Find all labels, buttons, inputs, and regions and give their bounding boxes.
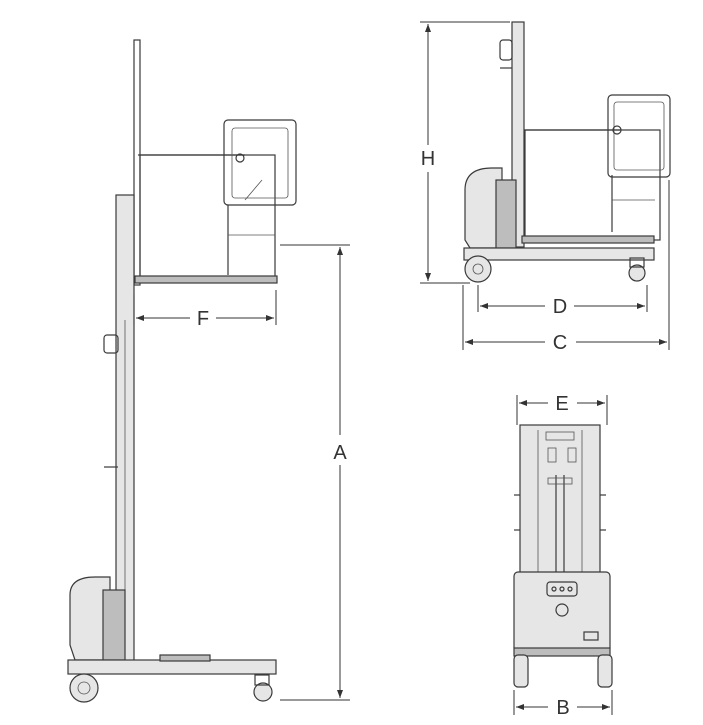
front-view — [513, 424, 613, 688]
dimension-label-h: H — [421, 148, 435, 170]
chassis-lowered — [463, 247, 655, 261]
side-view-lowered — [463, 21, 671, 283]
mast-hook — [103, 334, 119, 354]
dimension-label-e: E — [555, 393, 568, 415]
front-wheel-left-icon — [513, 654, 529, 688]
dimension-label-c: C — [553, 332, 567, 354]
side-view-raised — [67, 39, 297, 703]
platform-floor — [134, 275, 278, 284]
front-mast — [519, 424, 601, 574]
platform-frame — [139, 154, 276, 281]
key-switch-icon — [555, 603, 569, 617]
dimension-c: C — [462, 180, 670, 354]
drive-wheel-icon — [69, 673, 99, 703]
dimension-e: E — [516, 393, 608, 425]
gate-latch-icon-lowered — [612, 125, 622, 135]
dimension-h: H — [420, 21, 510, 284]
drive-wheel-icon-lowered — [464, 255, 492, 283]
dimension-label-b: B — [556, 697, 569, 719]
caster-wheel-icon — [253, 682, 273, 702]
platform-gate-lowered — [607, 94, 671, 178]
front-wheel-right-icon — [597, 654, 613, 688]
dimension-b: B — [513, 690, 613, 719]
dimension-a: A — [280, 244, 350, 701]
dimension-label-a: A — [333, 442, 347, 464]
dimension-f: F — [133, 290, 277, 330]
dimension-d: D — [477, 285, 648, 318]
control-panel — [546, 581, 578, 597]
dimension-label-f: F — [197, 308, 209, 330]
dimension-label-d: D — [553, 296, 567, 318]
platform-frame-lowered — [524, 129, 661, 241]
chassis — [67, 659, 277, 675]
guard-post — [133, 39, 141, 286]
gate-latch-icon — [235, 153, 245, 163]
caster-wheel-icon-lowered — [628, 264, 646, 282]
platform-gate — [223, 119, 297, 206]
platform-floor-lowered — [521, 235, 655, 244]
